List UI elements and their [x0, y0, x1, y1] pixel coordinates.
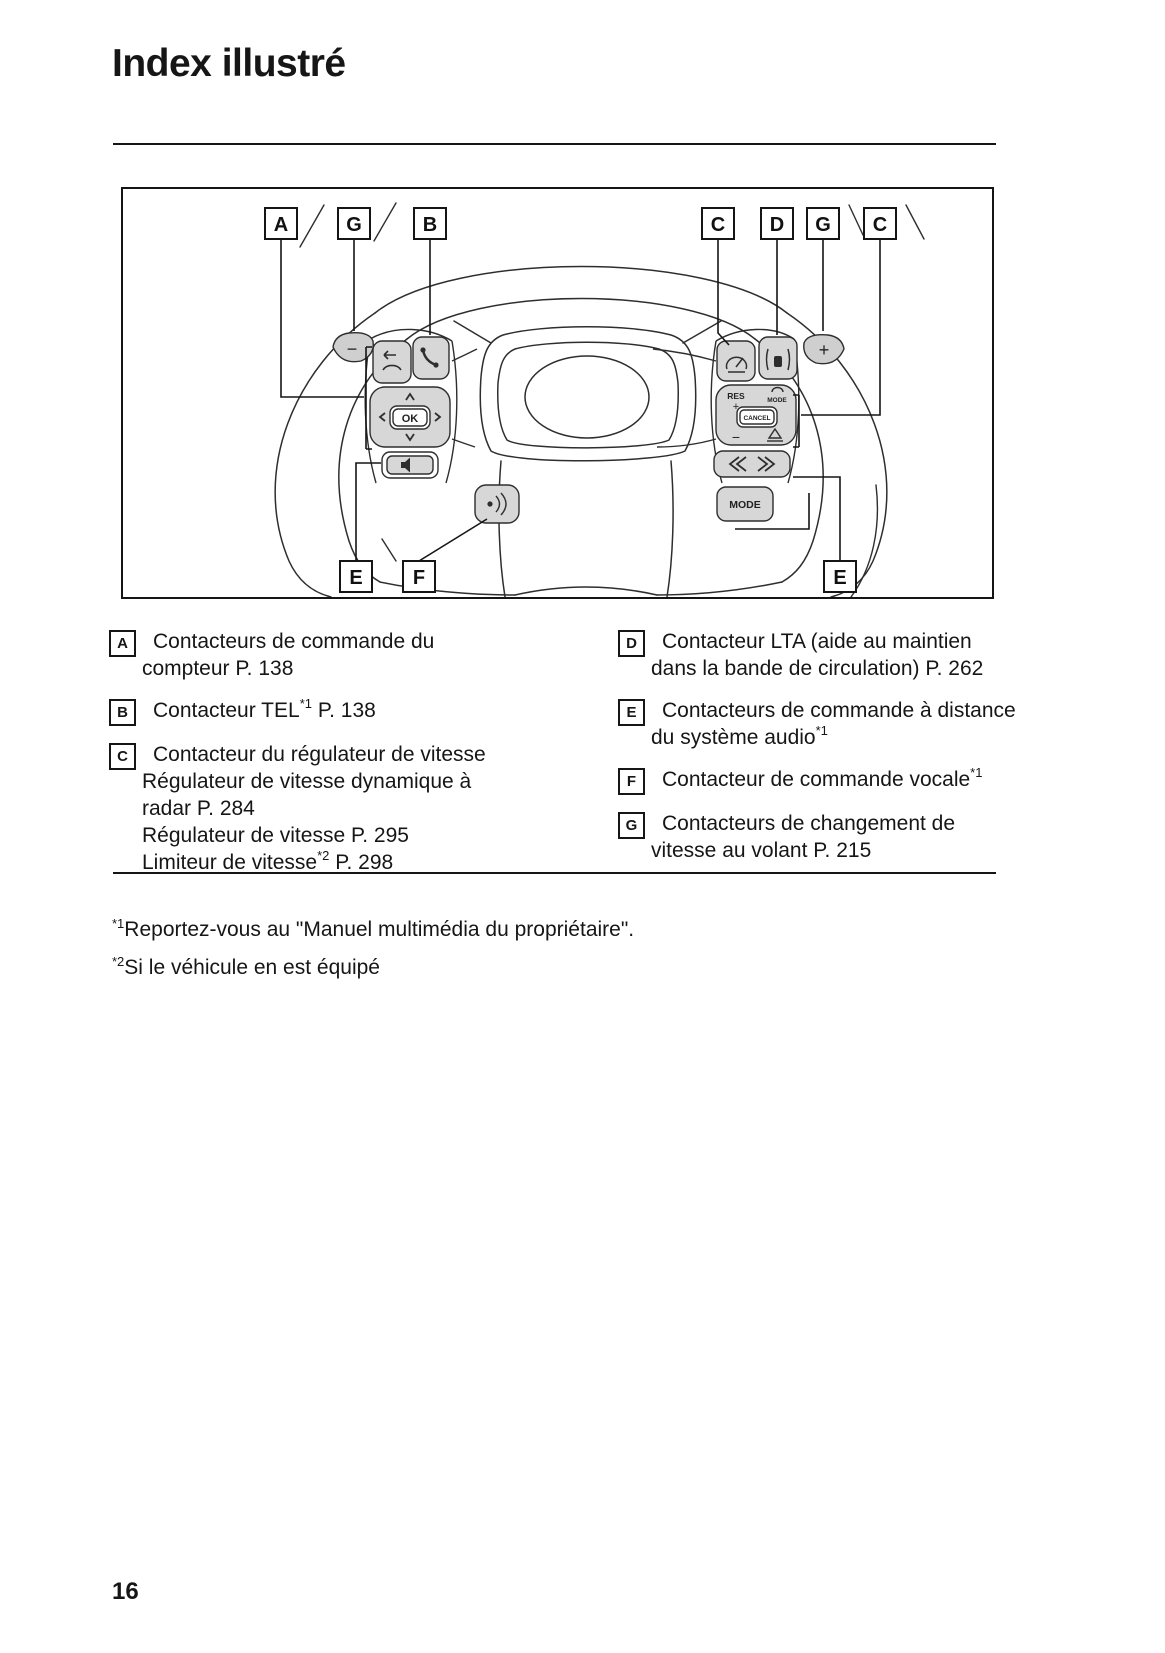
callout-E-right: E	[823, 560, 857, 593]
legend-text: Contacteur de commande vocale*1	[662, 765, 983, 791]
callout-labels: A G B C D G C E F E	[264, 207, 897, 593]
legend-item-C: C Contacteur du régulateur de vitesse Ré…	[109, 741, 589, 876]
horn-pad	[524, 355, 650, 439]
callout-G-right: G	[806, 207, 840, 240]
steering-wheel-diagram: −	[121, 187, 994, 599]
voice-icon	[487, 492, 507, 516]
seek-icon	[728, 456, 776, 472]
seek-button[interactable]	[713, 450, 791, 478]
legend-text: Contacteurs de commande du	[153, 630, 435, 653]
res-label: RES	[727, 391, 745, 401]
legend-text: Contacteur LTA (aide au maintien	[662, 630, 972, 653]
mode-small-label: MODE	[767, 397, 787, 404]
callout-F: F	[402, 560, 436, 593]
legend-text: Régulateur de vitesse P. 295	[142, 824, 409, 847]
legend-badge-C: C	[109, 743, 136, 770]
callout-D: D	[760, 207, 794, 240]
legend-right-column: D Contacteur LTA (aide au maintien dans …	[618, 628, 1088, 879]
svg-text:B: B	[423, 214, 437, 236]
mode-arc-icon	[771, 386, 784, 393]
lta-icon	[765, 348, 791, 371]
audio-mode-button[interactable]	[716, 486, 774, 522]
svg-text:C: C	[711, 214, 725, 236]
svg-text:D: D	[770, 214, 784, 236]
phone-button[interactable]	[412, 336, 450, 380]
legend-text: du système audio*1	[651, 723, 828, 749]
footnote-1: *1Reportez-vous au "Manuel multimédia du…	[112, 916, 635, 941]
footnote-2: *2Si le véhicule en est équipé	[112, 954, 380, 979]
page-number: 16	[112, 1578, 139, 1605]
svg-text:G: G	[346, 214, 362, 236]
footnote-marker: *1	[970, 765, 983, 780]
legend-text: compteur P. 138	[142, 657, 294, 680]
sketch-lines	[299, 202, 925, 597]
svg-text:A: A	[274, 214, 288, 236]
volume-icon	[401, 457, 410, 473]
legend-text: Contacteur du régulateur de vitesse	[153, 743, 486, 766]
cancel-button-label: CANCEL	[743, 415, 770, 422]
svg-text:E: E	[833, 567, 846, 589]
footnote-marker: *2	[112, 954, 125, 969]
legend-item-G: G Contacteurs de changement de vitesse a…	[618, 810, 1088, 864]
legend-item-D: D Contacteur LTA (aide au maintien dans …	[618, 628, 1088, 682]
callout-A: A	[264, 207, 298, 240]
phone-icon	[420, 347, 439, 368]
callout-E-left: E	[339, 560, 373, 593]
cruise-icon	[725, 356, 748, 373]
right-control-pod: + RES + MODE	[652, 328, 845, 522]
steering-wheel-drawing: −	[264, 202, 925, 597]
dpad-chevron-icons	[378, 392, 442, 442]
footnote-marker: *1	[112, 916, 125, 931]
page-title: Index illustré	[112, 42, 346, 85]
callout-B: B	[413, 207, 447, 240]
svg-text:C: C	[873, 214, 887, 236]
right-paddle-shifter[interactable]	[803, 333, 845, 365]
back-icon	[382, 350, 402, 371]
legend-badge-A: A	[109, 630, 136, 657]
legend-text: Contacteurs de changement de	[662, 812, 956, 835]
legend-badge-D: D	[618, 630, 645, 657]
legend-badge-B: B	[109, 699, 136, 726]
leader-lines	[280, 239, 881, 562]
callout-G-left: G	[337, 207, 371, 240]
left-paddle-shifter[interactable]	[332, 331, 374, 363]
legend-item-F: F Contacteur de commande vocale*1	[618, 766, 1088, 795]
svg-text:F: F	[413, 567, 425, 589]
legend-text: radar P. 284	[142, 797, 255, 820]
center-hub	[453, 320, 722, 462]
paddle-minus-label: −	[347, 339, 358, 359]
left-control-pod: −	[332, 328, 520, 524]
legend-text: vitesse au volant P. 215	[651, 839, 872, 862]
legend-item-B: B Contacteur TEL*1 P. 138	[109, 697, 589, 726]
svg-text:E: E	[349, 567, 362, 589]
back-button[interactable]	[372, 340, 412, 384]
legend-item-E: E Contacteurs de commande à distance du …	[618, 697, 1088, 751]
legend-rule	[113, 872, 996, 874]
voice-command-button[interactable]	[474, 484, 520, 524]
legend-text: dans la bande de circulation) P. 262	[651, 657, 984, 680]
audio-mode-label: MODE	[729, 499, 761, 511]
callout-C-right: C	[863, 207, 897, 240]
legend-badge-G: G	[618, 812, 645, 839]
pad-minus-label: −	[732, 429, 740, 445]
legend-badge-E: E	[618, 699, 645, 726]
svg-text:G: G	[815, 214, 831, 236]
legend-badge-F: F	[618, 768, 645, 795]
res-plus-label: +	[733, 401, 739, 413]
footnote-marker: *1	[299, 696, 312, 711]
legend-left-column: A Contacteurs de commande du compteur P.…	[109, 628, 589, 891]
cruise-control-button[interactable]	[716, 340, 756, 382]
distance-icon	[767, 427, 783, 442]
title-rule	[113, 143, 996, 145]
legend-item-A: A Contacteurs de commande du compteur P.…	[109, 628, 589, 682]
ok-button-label: OK	[402, 413, 419, 425]
legend-text: Limiteur de vitesse*2 P. 298	[142, 848, 394, 874]
paddle-plus-label: +	[819, 340, 830, 360]
legend-text: Contacteur TEL*1 P. 138	[153, 696, 376, 722]
callout-C-left: C	[701, 207, 735, 240]
footnote-marker: *1	[815, 723, 828, 738]
footnote-marker: *2	[317, 848, 330, 863]
legend-text: Contacteurs de commande à distance	[662, 699, 1016, 722]
legend-text: Régulateur de vitesse dynamique à	[142, 770, 472, 793]
